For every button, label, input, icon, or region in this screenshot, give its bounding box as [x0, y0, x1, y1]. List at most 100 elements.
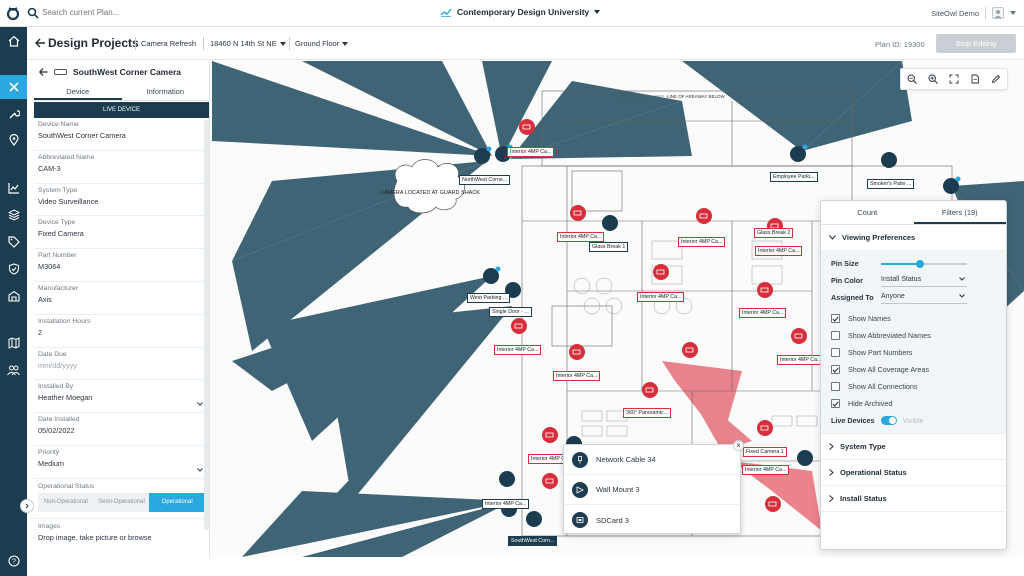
manufacturer-field[interactable]: Manufacturer Axis — [34, 282, 209, 315]
checkbox-row[interactable]: Hide Archived — [831, 395, 996, 412]
part-number-field[interactable]: Part Number M3064 — [34, 249, 209, 282]
pin-label[interactable]: Employee Parki... — [770, 172, 818, 182]
pin-label[interactable]: West Parking ... — [467, 293, 511, 303]
stop-editing-button[interactable]: Stop Editing — [936, 34, 1016, 53]
install-status-header[interactable]: Install Status — [821, 486, 1006, 512]
pin-label[interactable]: Interior 4MP Ca... — [482, 499, 530, 509]
semi-operational-option[interactable]: Semi-Operational — [93, 492, 150, 512]
date-installed-field[interactable]: Date Installed 05/02/2022 — [34, 413, 209, 446]
pin-label[interactable]: Interior 4MP Ca... — [739, 308, 787, 318]
device-name-field[interactable]: Device Name SouthWest Corner Camera — [34, 118, 209, 151]
close-icon[interactable]: × — [733, 440, 744, 451]
accessory-row[interactable]: SDCard 3 — [564, 505, 740, 535]
wall-mount-icon — [572, 481, 588, 498]
back-arrow-icon[interactable] — [35, 38, 46, 48]
checkbox-row[interactable]: Show Names — [831, 310, 996, 327]
pin-label[interactable]: Interior 4MP Ca... — [678, 237, 726, 247]
layers-icon[interactable] — [0, 203, 27, 227]
accessory-row[interactable]: Network Cable 34 — [564, 445, 740, 475]
help-icon[interactable]: ? — [0, 549, 27, 573]
map-icon[interactable] — [0, 331, 27, 355]
device-type-field[interactable]: Device Type Fixed Camera — [34, 216, 209, 250]
back-arrow-icon[interactable] — [39, 68, 48, 76]
pin-size-slider[interactable] — [881, 259, 967, 268]
tab-device[interactable]: Device — [34, 83, 122, 100]
checkbox-unchecked[interactable] — [831, 382, 840, 391]
building-icon[interactable] — [0, 284, 27, 308]
pin-label[interactable]: Smoker's Patio ... — [867, 179, 915, 189]
checkbox-row[interactable]: Show All Coverage Areas — [831, 361, 996, 378]
floor-plan-map[interactable]: CAMERA LOCATED AT GUARD SHACK LINE OF AR… — [212, 61, 1024, 557]
system-type-field[interactable]: System Type Video Surveillance — [34, 184, 209, 217]
plan-breadcrumb[interactable]: Camera Refresh — [141, 39, 197, 48]
pin-label[interactable]: Interior 4MP Ca... — [742, 465, 790, 475]
checkbox-label: Hide Archived — [848, 399, 893, 408]
pin-label[interactable]: NorthWest Corne... — [459, 175, 511, 185]
pin-label[interactable]: Single Door - ... — [489, 307, 532, 317]
expand-sidebar-button[interactable] — [20, 499, 34, 513]
fit-screen-icon[interactable] — [947, 72, 961, 86]
installation-hours-field[interactable]: Installation Hours 2 — [34, 315, 209, 348]
tab-filters[interactable]: Filters (19) — [913, 201, 1006, 224]
pin-label[interactable]: Interior 4MP Ca... — [553, 371, 601, 381]
pin-label[interactable]: Fixed Camera 1 — [743, 447, 787, 457]
accessory-row[interactable]: Wall Mount 3 — [564, 475, 740, 505]
pin-label[interactable]: Interior 4MP Ca... — [494, 345, 542, 355]
home-icon[interactable] — [0, 29, 27, 53]
search-input[interactable] — [42, 8, 192, 17]
tag-icon[interactable] — [0, 230, 27, 254]
assigned-to-select[interactable]: Anyone — [881, 291, 967, 304]
date-due-field[interactable]: Date Due mm/dd/yyyy — [34, 348, 209, 381]
checkbox-unchecked[interactable] — [831, 331, 840, 340]
pin-label[interactable]: Glass Break 2 — [754, 228, 794, 238]
device-panel-header: SouthWest Corner Camera — [34, 61, 209, 83]
device-title: SouthWest Corner Camera — [73, 67, 182, 77]
non-operational-option[interactable]: Non-Operational — [38, 492, 94, 512]
pin-label[interactable]: Interior 4MP Ca... — [637, 292, 685, 302]
location-pin-icon[interactable] — [0, 128, 27, 152]
device-panel-scrollbar[interactable] — [204, 120, 209, 530]
pin-label[interactable]: Interior 4MP Ca... — [507, 147, 555, 157]
pin-label[interactable]: 360° Panoramic... — [623, 408, 672, 418]
pin-label[interactable]: Interior 4MP Ca... — [557, 232, 605, 242]
export-pdf-icon[interactable] — [968, 72, 982, 86]
users-icon[interactable] — [0, 358, 27, 382]
pin-label[interactable]: Interior 4MP Ca... — [777, 355, 825, 365]
installed-by-select[interactable]: Installed By Heather Moegan — [34, 380, 209, 414]
siteowl-logo-icon[interactable] — [5, 5, 21, 21]
priority-select[interactable]: Priority Medium — [34, 446, 209, 479]
operational-status-header[interactable]: Operational Status — [821, 460, 1006, 486]
pencil-icon[interactable] — [989, 72, 1003, 86]
checkbox-checked[interactable] — [831, 314, 840, 323]
wrench-icon[interactable] — [0, 102, 27, 126]
zoom-out-icon[interactable] — [905, 72, 919, 86]
checkbox-unchecked[interactable] — [831, 348, 840, 357]
shield-icon[interactable] — [0, 257, 27, 281]
checkbox-checked[interactable] — [831, 399, 840, 408]
tools-icon[interactable] — [0, 75, 27, 99]
viewing-preferences-header[interactable]: Viewing Preferences — [821, 225, 1006, 251]
chart-icon[interactable] — [0, 176, 27, 200]
chevron-down-icon — [829, 235, 836, 240]
avatar-icon[interactable] — [992, 7, 1004, 19]
tab-count[interactable]: Count — [857, 208, 878, 217]
abbreviated-name-field[interactable]: Abbreviated Name CAM-3 — [34, 151, 209, 184]
live-devices-toggle[interactable] — [880, 416, 897, 425]
pin-label-selected[interactable]: SouthWest Corn... — [508, 536, 558, 546]
pin-label[interactable]: Interior 4MP Ca... — [755, 246, 803, 256]
system-type-header[interactable]: System Type — [821, 434, 1006, 460]
pin-color-select[interactable]: Install Status — [881, 274, 967, 287]
checkbox-row[interactable]: Show Part Numbers — [831, 344, 996, 361]
checkbox-checked[interactable] — [831, 365, 840, 374]
user-menu[interactable]: SiteOwl Demo — [931, 7, 1016, 19]
address-selector[interactable]: 18460 N 14th St NE — [210, 39, 286, 48]
pin-label[interactable]: Glass Break 1 — [589, 242, 629, 252]
zoom-in-icon[interactable] — [926, 72, 940, 86]
operational-option[interactable]: Operational — [149, 492, 206, 512]
images-field[interactable]: Images Drop image, take picture or brows… — [34, 519, 209, 546]
floor-selector[interactable]: Ground Floor — [295, 39, 349, 48]
project-selector[interactable]: Contemporary Design University — [440, 7, 601, 17]
tab-information[interactable]: Information — [146, 87, 185, 96]
checkbox-row[interactable]: Show Abbreviated Names — [831, 327, 996, 344]
checkbox-row[interactable]: Show All Connections — [831, 378, 996, 395]
